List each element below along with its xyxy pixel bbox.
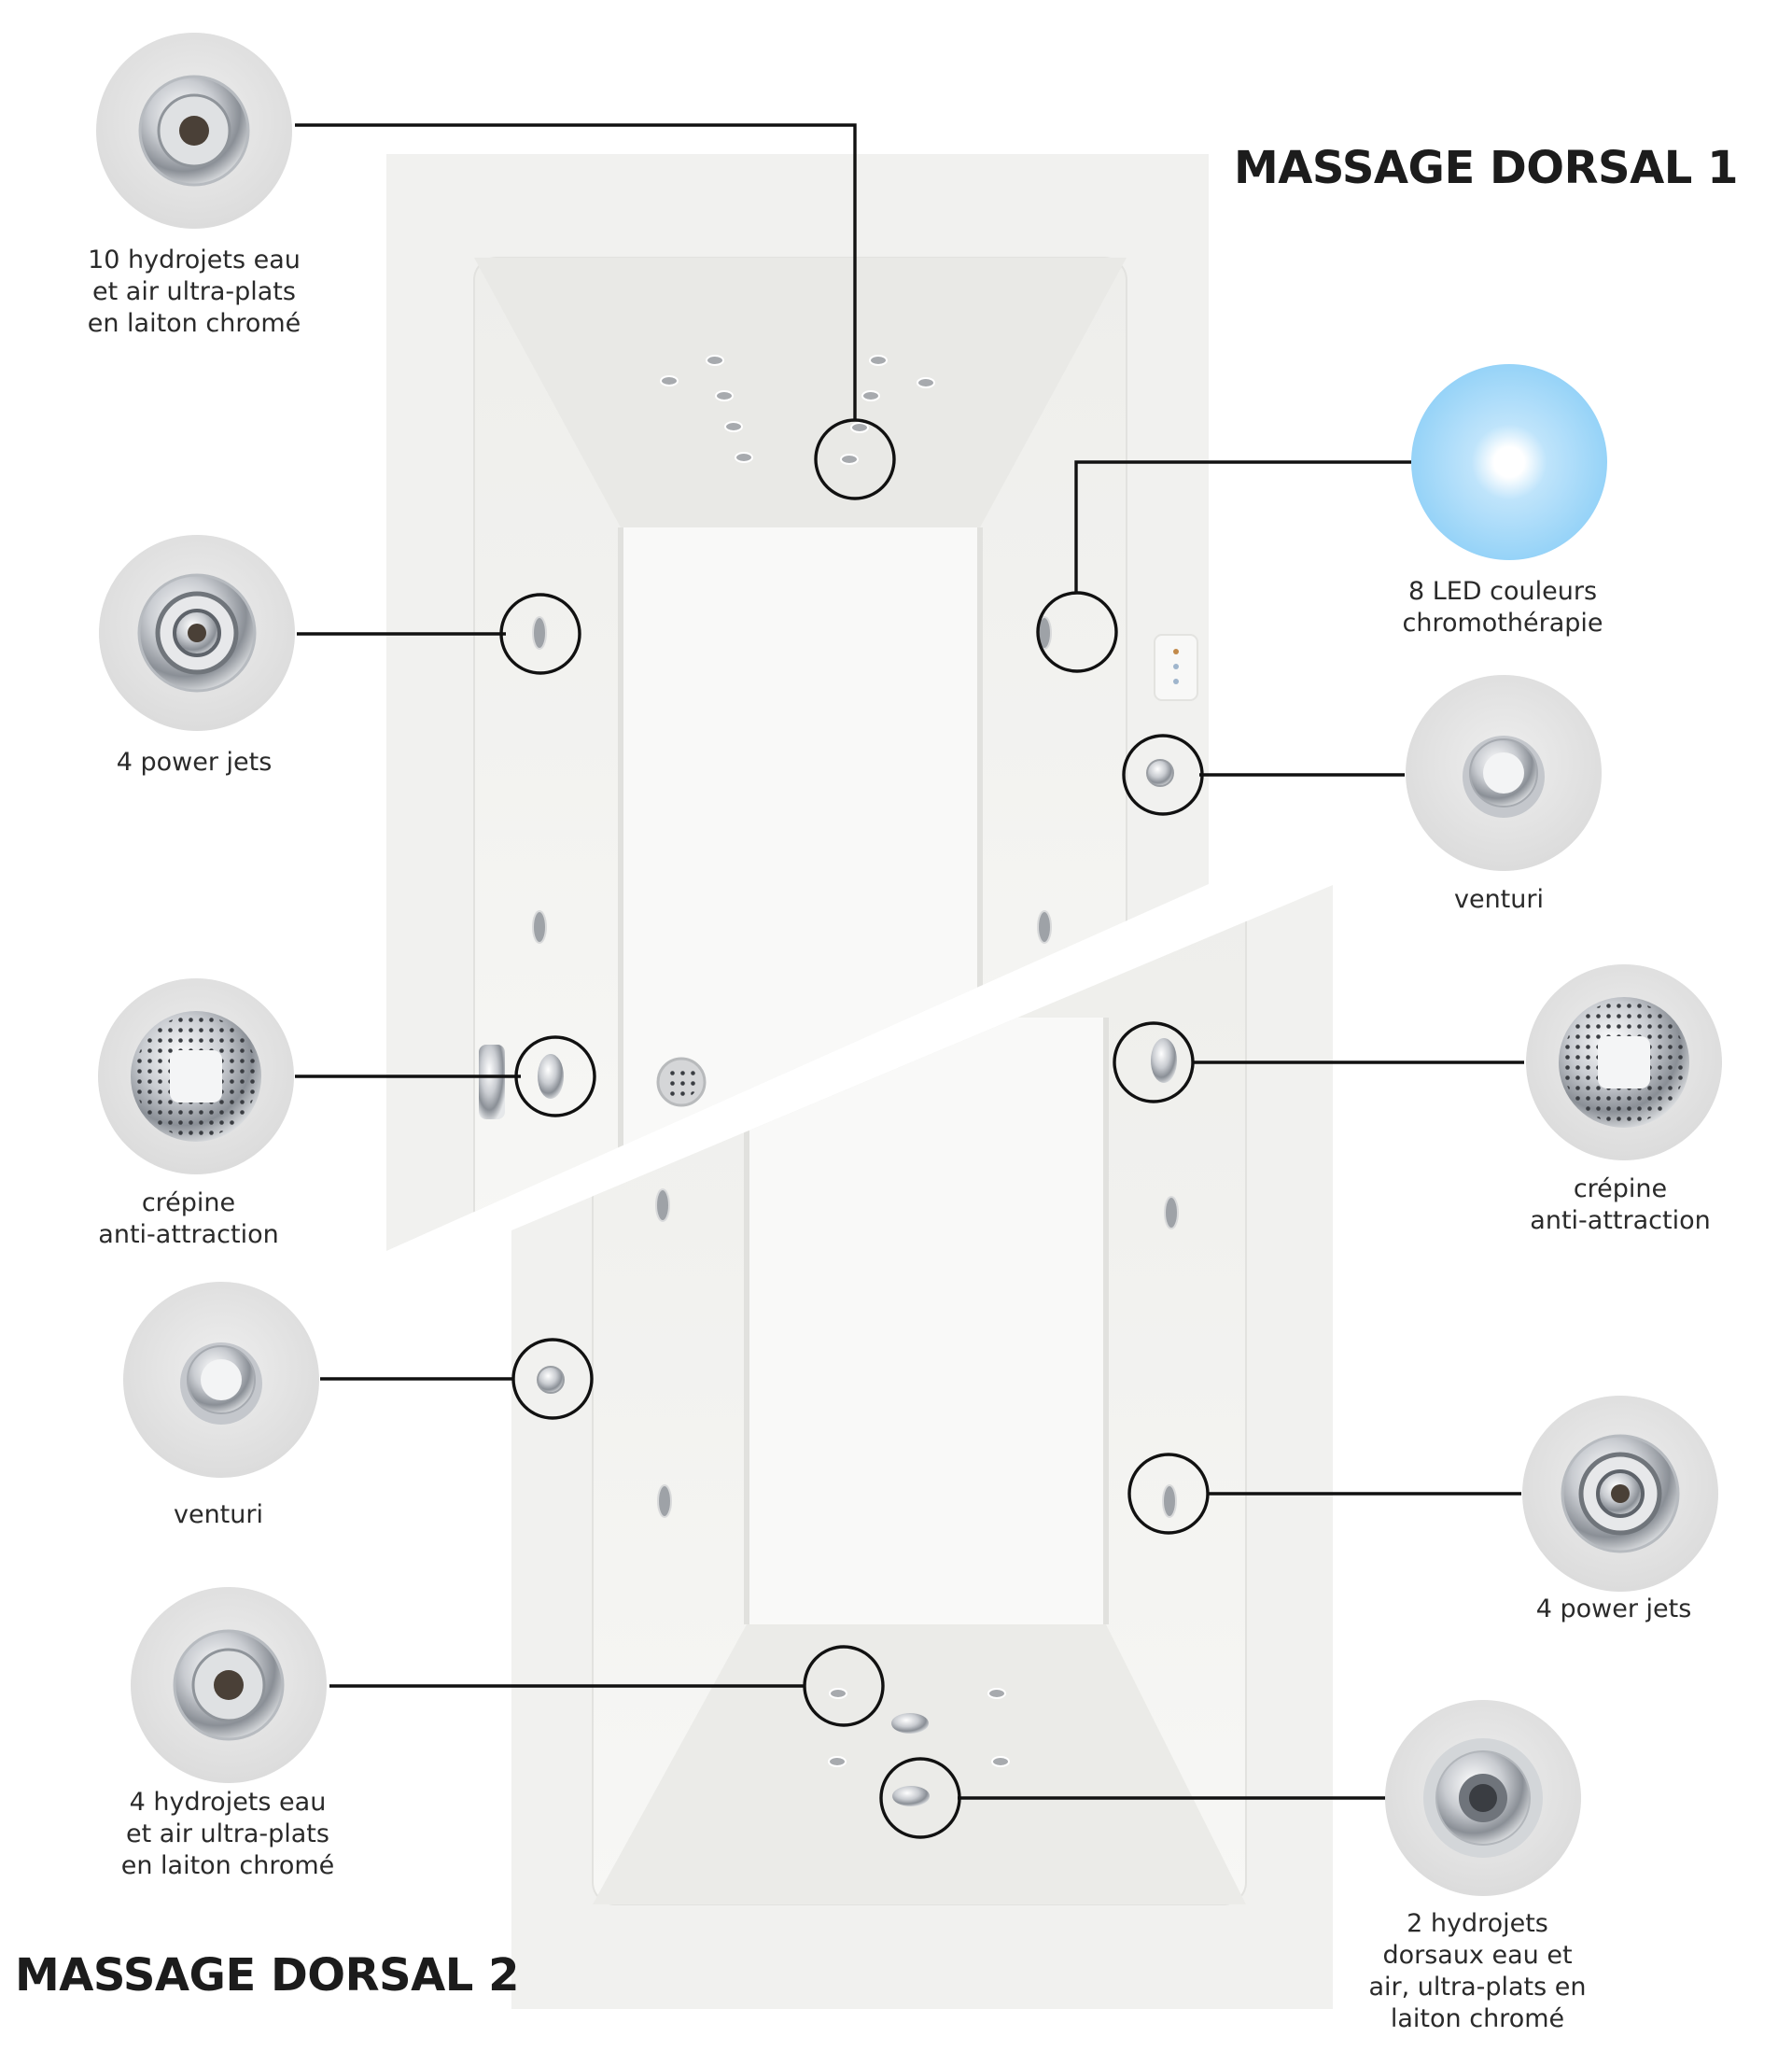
label-led: 8 LED couleurs chromothérapie: [1402, 577, 1603, 638]
title-massage-dorsal-2: MASSAGE DORSAL 2: [15, 1949, 519, 2002]
title-massage-dorsal-1: MASSAGE DORSAL 1: [1234, 142, 1738, 194]
label-power-jets-right: 4 power jets: [1535, 1594, 1692, 1623]
label-crepine-right: crépine anti-attraction: [1530, 1174, 1711, 1235]
venturi-knob-icon: [123, 1282, 319, 1478]
power-jet-icon: [1522, 1396, 1718, 1592]
venturi-knob-icon: [1406, 675, 1602, 871]
ring-crepine-left: [514, 1035, 596, 1117]
strainer-icon: [1526, 964, 1722, 1160]
flat-hydrojet-icon: [96, 33, 292, 229]
connector-lines: [295, 123, 1524, 1800]
dorsal-hydrojet-icon: [1385, 1700, 1581, 1896]
ring-led: [1036, 591, 1118, 673]
ring-hydrojet-dorsal: [879, 1757, 961, 1839]
label-venturi-right: venturi: [1453, 885, 1544, 914]
flat-hydrojet-icon: [131, 1587, 327, 1783]
ring-venturi-right: [1122, 734, 1204, 816]
label-10-hydrojets: 10 hydrojets eau et air ultra-plats en l…: [87, 246, 301, 338]
strainer-icon: [98, 978, 294, 1174]
label-hydrojets-dorsaux: 2 hydrojets dorsaux eau et air, ultra-pl…: [1368, 1909, 1587, 2033]
ring-hydrojet-bottom: [803, 1645, 885, 1727]
label-crepine-left: crépine anti-attraction: [98, 1188, 279, 1249]
label-power-jets-left: 4 power jets: [116, 748, 273, 777]
ring-power-jet-right: [1127, 1453, 1210, 1535]
ring-crepine-right: [1113, 1021, 1195, 1103]
label-4-hydrojets: 4 hydrojets eau et air ultra-plats en la…: [120, 1788, 335, 1880]
ring-power-jet-left: [499, 593, 581, 675]
ring-hydrojet-top: [814, 418, 896, 500]
led-light-icon: [1411, 364, 1607, 560]
power-jet-icon: [99, 535, 295, 731]
label-venturi-left: venturi: [173, 1500, 263, 1529]
ring-venturi-left: [511, 1338, 594, 1420]
callout-rings: [499, 418, 1210, 1839]
